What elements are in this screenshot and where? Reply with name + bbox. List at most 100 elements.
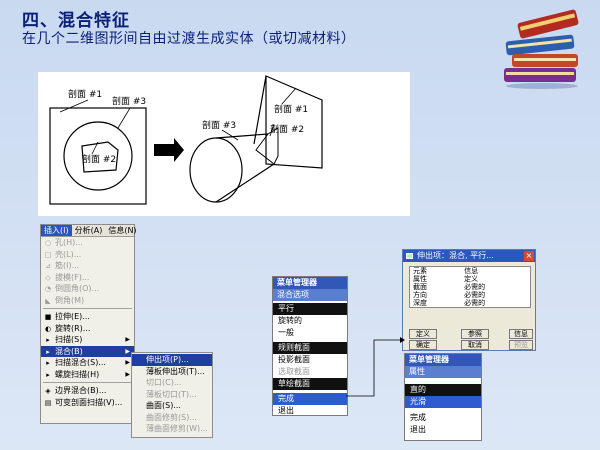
menu-item-icon: ◇ xyxy=(45,273,51,282)
ok-button[interactable]: 确定 xyxy=(409,340,437,350)
element-info: 必需的 xyxy=(464,291,486,299)
insert-menu-item[interactable]: ○孔(H)... xyxy=(41,237,134,249)
insert-menu-item[interactable]: ◣倒角(M) xyxy=(41,295,134,307)
blend-option-item[interactable]: 一般 xyxy=(278,328,294,337)
blend-option-item[interactable]: 退出 xyxy=(278,406,294,415)
menu-manager-header-2: 菜单管理器 xyxy=(405,354,481,366)
blend-submenu-item[interactable]: 薄板伸出项(T)... xyxy=(132,366,212,378)
dialog-title: 伸出项：混合, 平行... xyxy=(417,251,494,260)
blend-submenu: 伸出项(P)...薄板伸出项(T)... 切口(C)... 薄板切口(T)... 曲面… xyxy=(131,352,213,438)
blend-option-item[interactable]: 规则截面 xyxy=(273,342,347,354)
label-section-3b: 剖面 #3 xyxy=(202,119,236,131)
insert-menu: 插入(I) 分析(A) 信息(N) ○孔(H)...□壳(L)...⊿筋(I).… xyxy=(40,224,137,424)
insert-menu-item[interactable]: ◔倒圆角(O)... xyxy=(41,283,134,295)
blend-option-item[interactable]: 旋转的 xyxy=(278,316,302,325)
preview-button[interactable]: 预览 xyxy=(509,340,533,350)
element-name: 截面 xyxy=(413,283,427,291)
menubar: 插入(I) 分析(A) 信息(N) xyxy=(41,225,137,237)
blend-submenu-item[interactable]: 薄板切口(T)... xyxy=(132,389,212,401)
element-info: 必需的 xyxy=(464,299,486,307)
menu-item-label: 边界混合(B)... xyxy=(55,386,107,395)
element-name: 属性 xyxy=(413,275,427,283)
insert-menu-item[interactable]: ⊿筋(I)... xyxy=(41,260,134,272)
insert-menu-item[interactable]: ◈ 边界混合(B)... xyxy=(41,385,134,397)
blend-submenu-item[interactable]: 薄曲面修剪(W)... xyxy=(132,423,212,435)
menu-item-label: 旋转(R)... xyxy=(55,323,91,333)
blend-option-item[interactable]: 选取截面 xyxy=(278,367,310,376)
attribute-option-item[interactable]: 光滑 xyxy=(405,396,481,408)
menu-item-label: 曲面(S)... xyxy=(146,401,181,410)
blend-submenu-item[interactable]: 伸出项(P)... xyxy=(132,354,212,366)
insert-menu-item[interactable]: ◐旋转(R)... xyxy=(41,323,134,335)
menu-analysis[interactable]: 分析(A) xyxy=(74,226,103,235)
menu-item-icon: ▸ xyxy=(46,347,50,356)
element-row[interactable]: 方向 必需的 xyxy=(410,291,531,299)
label-section-1b: 剖面 #1 xyxy=(274,103,308,115)
menu-item-icon: □ xyxy=(44,250,52,259)
blend-submenu-item[interactable]: 曲面修剪(S)... xyxy=(132,412,212,424)
close-icon[interactable]: × xyxy=(524,251,534,261)
col-element: 元素 xyxy=(413,267,427,275)
insert-menu-item[interactable]: ◇拔模(F)... xyxy=(41,272,134,284)
menu-item-label: 薄板伸出项(T)... xyxy=(146,366,205,376)
element-name: 方向 xyxy=(413,291,427,299)
element-info: 必需的 xyxy=(464,283,486,291)
menu-item-label: 薄板切口(T)... xyxy=(146,389,197,399)
insert-menu-item[interactable]: ▸ 混合(B) ▶ xyxy=(41,345,134,357)
element-row[interactable]: 截面 必需的 xyxy=(410,283,531,291)
blend-submenu-item[interactable]: 曲面(S)... xyxy=(132,400,212,412)
menu-info[interactable]: 信息(N) xyxy=(108,226,137,235)
cancel-button[interactable]: 取消 xyxy=(461,340,489,350)
blend-options-section[interactable]: 混合选项 xyxy=(273,289,347,301)
element-name: 深度 xyxy=(413,299,427,307)
menu-item-icon: ▸ xyxy=(46,370,50,379)
blend-option-item[interactable]: 平行 xyxy=(273,303,347,315)
dialog-titlebar: 伸出项：混合, 平行... × xyxy=(403,250,535,262)
blend-submenu-item[interactable]: 切口(C)... xyxy=(132,377,212,389)
menu-item-label: 扫描(S) xyxy=(55,335,83,344)
attributes-section[interactable]: 属性 xyxy=(405,366,481,378)
polygon-section xyxy=(81,141,119,173)
mgr2-done[interactable]: 完成 xyxy=(410,413,426,422)
reference-button[interactable]: 参照 xyxy=(461,329,489,339)
menu-separator xyxy=(43,382,132,383)
attribute-option-item[interactable]: 直的 xyxy=(405,384,481,396)
info-button[interactable]: 信息 xyxy=(509,329,533,339)
define-button[interactable]: 定义 xyxy=(409,329,437,339)
menu-item-icon: ◈ xyxy=(45,387,51,395)
mgr2-exit[interactable]: 退出 xyxy=(410,425,426,434)
insert-menu-item[interactable]: ▸ 扫描(S) ▶ xyxy=(41,334,134,346)
menu-item-icon: ▸ xyxy=(46,336,50,344)
insert-menu-item[interactable]: ▤可变剖面扫描(V)... xyxy=(41,397,134,409)
submenu-arrow-icon: ▶ xyxy=(125,347,130,355)
blend-option-item[interactable]: 草绘截面 xyxy=(273,378,347,390)
submenu-arrow-icon: ▶ xyxy=(125,359,130,366)
label-section-2b: 剖面 #2 xyxy=(270,123,304,135)
menu-item-icon: ○ xyxy=(44,239,52,247)
blend-option-item[interactable]: 投影截面 xyxy=(278,355,310,364)
submenu-arrow-icon: ▶ xyxy=(125,336,130,343)
menu-item-label: 倒圆角(O)... xyxy=(55,284,100,293)
menu-insert[interactable]: 插入(I) xyxy=(41,225,72,236)
submenu-arrow-icon: ▶ xyxy=(125,370,130,378)
insert-menu-item[interactable]: ▸扫描混合(S)...▶ xyxy=(41,357,134,369)
menu-item-label: 切口(C)... xyxy=(146,378,182,387)
menu-item-icon: ■ xyxy=(44,313,52,321)
square-section xyxy=(49,107,147,205)
insert-menu-item[interactable]: □壳(L)... xyxy=(41,249,134,261)
insert-menu-item[interactable]: ▸ 螺旋扫描(H) ▶ xyxy=(41,369,134,381)
protrusion-dialog: 伸出项：混合, 平行... × 元素 信息 属性定义截面必需的方向必需的深度必需… xyxy=(402,249,536,351)
menu-item-label: 螺旋扫描(H) xyxy=(55,369,100,379)
element-row[interactable]: 属性定义 xyxy=(410,275,531,283)
blend-option-item[interactable]: 完成 xyxy=(273,393,347,405)
menu-item-icon: ◔ xyxy=(44,285,52,293)
books-icon xyxy=(504,9,579,89)
insert-menu-item[interactable]: ■拉伸(E)... xyxy=(41,311,134,323)
element-row[interactable]: 深度 必需的 xyxy=(410,299,531,308)
menu-item-icon: ◐ xyxy=(44,324,52,333)
menu-item-label: 混合(B) xyxy=(55,346,83,356)
menu-manager-attributes: 菜单管理器 属性 直的光滑 完成 退出 xyxy=(404,353,482,441)
label-section-2: 剖面 #2 xyxy=(82,153,116,165)
element-table: 元素 信息 属性定义截面必需的方向必需的深度必需的 xyxy=(409,266,531,308)
menu-item-label: 壳(L)... xyxy=(55,249,82,259)
